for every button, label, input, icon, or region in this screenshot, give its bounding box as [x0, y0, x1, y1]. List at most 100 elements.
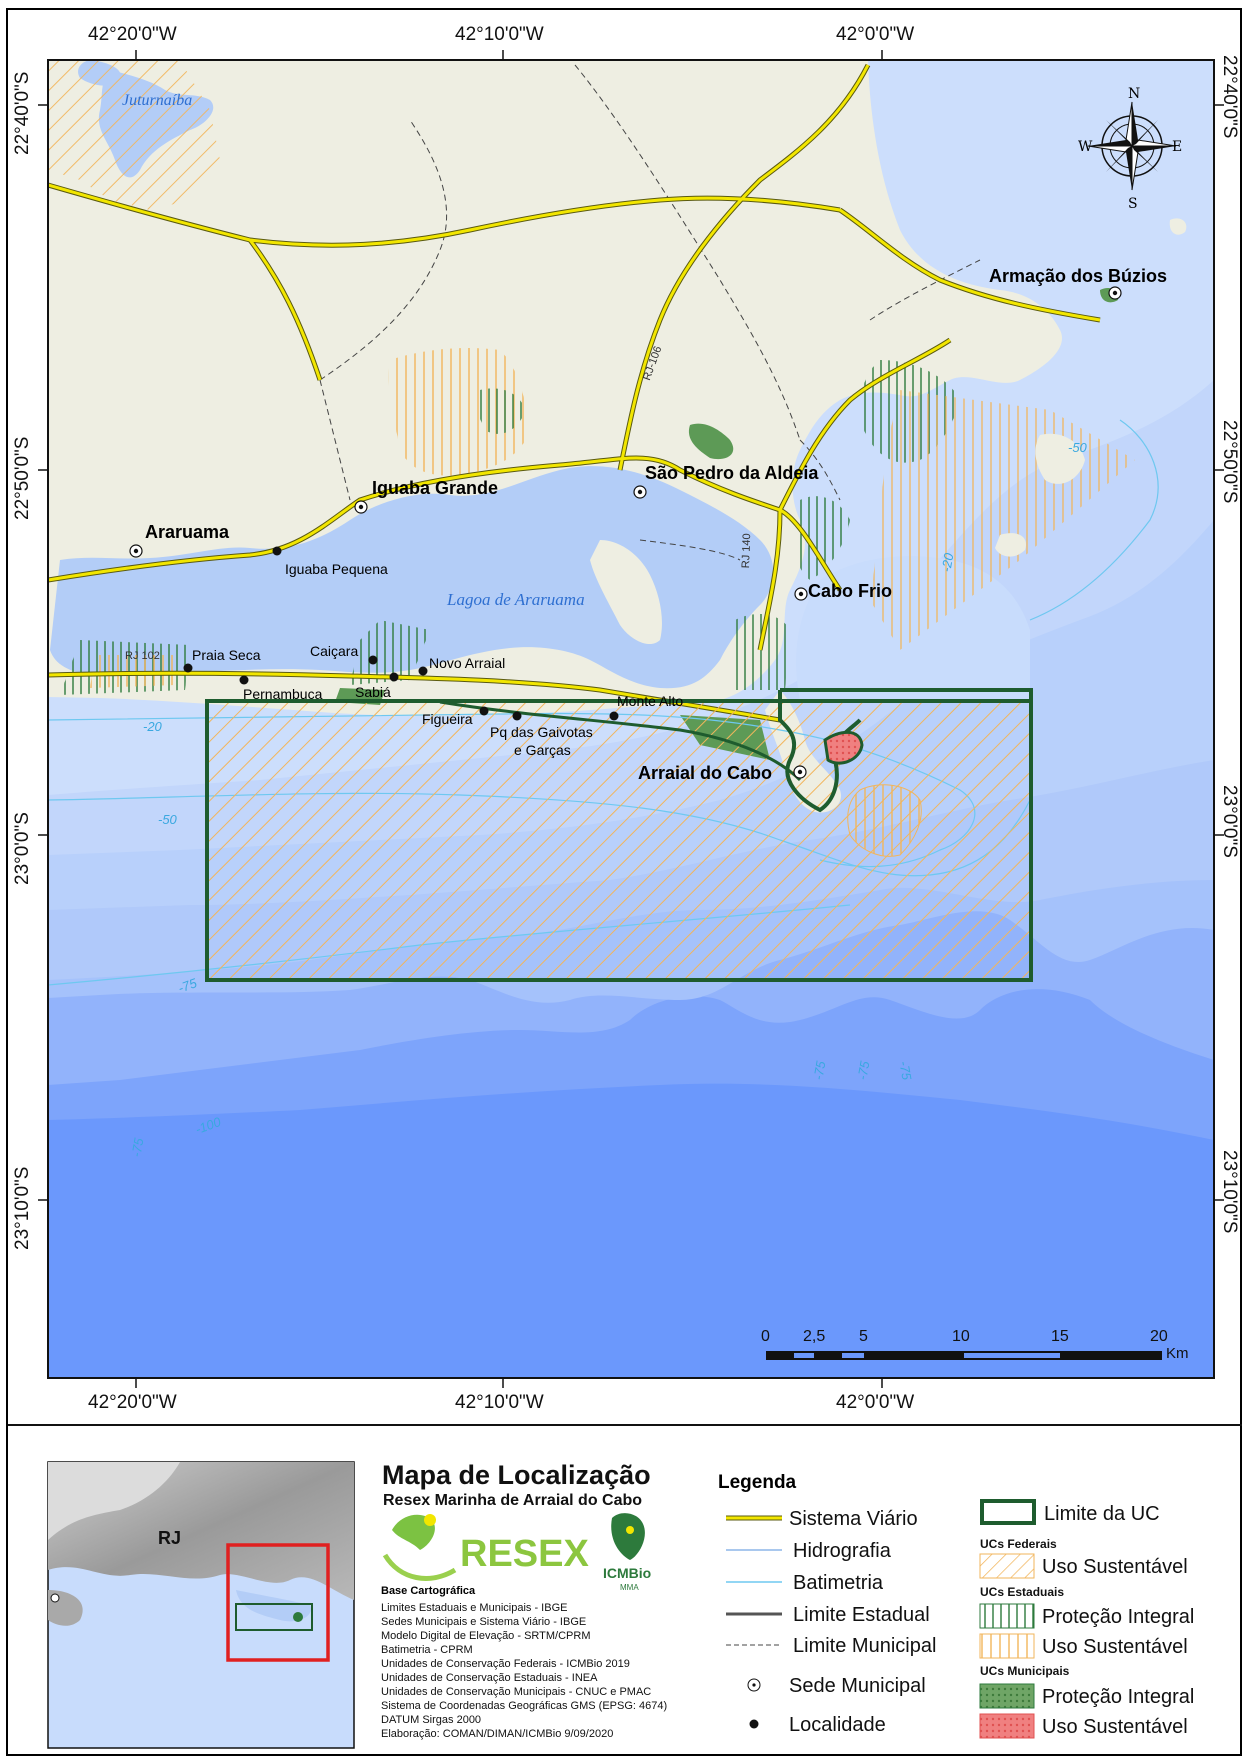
compass-s: S [1128, 196, 1138, 212]
base-line: Unidades de Conservação Federais - ICMBi… [381, 1658, 630, 1670]
road-label-rj102: RJ 102 [125, 650, 160, 662]
lagoa-de-araruama [50, 466, 774, 689]
scale-tick-2: 5 [859, 1328, 868, 1345]
base-line: Unidades de Conservação Municipais - CNU… [381, 1686, 652, 1698]
legend-est-item1: Proteção Integral [1042, 1606, 1195, 1628]
icmbio-logo: ICMBio MMA [603, 1513, 651, 1592]
mma-text: MMA [620, 1583, 639, 1592]
resex-logo-text: RESEX [460, 1533, 589, 1575]
label-lagoa: Lagoa de Araruama [447, 590, 585, 609]
road-label-rj140: RJ 140 [740, 533, 754, 569]
town-markers [129, 286, 1122, 779]
municipal-us-area [823, 730, 864, 765]
base-cartografica-title: Base Cartográfica [381, 1585, 476, 1597]
coord-left-4: 23°10'0"S [12, 1166, 33, 1250]
legend-group-federais: UCs Federais [980, 1537, 1057, 1551]
depth-label-4: -50 [1068, 440, 1087, 455]
coord-left-3: 23°0'0"S [12, 812, 33, 885]
icmbio-logo-text: ICMBio [603, 1565, 651, 1581]
loc-praia-seca: Praia Seca [192, 647, 261, 663]
coord-left-2: 22°50'0"S [12, 436, 33, 520]
coord-top-1: 42°20'0"W [88, 24, 177, 45]
locality-dots [183, 546, 619, 721]
coord-right-2: 22°50'0"S [1219, 420, 1240, 504]
coord-top-3: 42°0'0"W [836, 24, 915, 45]
loc-pernambuca: Pernambuca [243, 686, 323, 702]
compass-rose: N S E W [1078, 86, 1182, 212]
coord-bottom-2: 42°10'0"W [455, 1392, 544, 1413]
legend-item: Limite Municipal [793, 1635, 937, 1657]
town-iguaba-grande: Iguaba Grande [372, 478, 499, 498]
compass-w: W [1078, 139, 1093, 155]
town-araruama: Araruama [145, 522, 230, 542]
coord-right-4: 23°10'0"S [1219, 1150, 1240, 1234]
base-line: DATUM Sirgas 2000 [381, 1714, 482, 1726]
legend-item: Hidrografia [793, 1540, 891, 1562]
legend-title: Legenda [718, 1472, 797, 1493]
map-border [47, 59, 1215, 1379]
depth-label-8: -75 [896, 1059, 915, 1082]
legend-group-municipais: UCs Municipais [980, 1664, 1070, 1678]
coord-top-2: 42°10'0"W [455, 24, 544, 45]
scale-bar [766, 1351, 1162, 1360]
scale-tick-5: 20 [1150, 1328, 1168, 1345]
coord-right-3: 23°0'0"S [1219, 785, 1240, 858]
town-cabo-frio: Cabo Frio [808, 581, 892, 601]
loc-sabia: Sabiá [355, 684, 391, 700]
loc-caicara: Caiçara [310, 643, 359, 659]
loc-e-garcas: e Garças [514, 742, 571, 758]
legend-mun-item1: Proteção Integral [1042, 1686, 1195, 1708]
grid-ticks [38, 50, 1224, 1388]
depth-label-1: -20 [143, 719, 162, 734]
compass-e: E [1172, 139, 1182, 155]
map-frame [6, 8, 1242, 1756]
base-line: Batimetria - CPRM [381, 1644, 473, 1656]
town-sao-pedro: São Pedro da Aldeia [645, 463, 819, 483]
depth-label-10: -75 [128, 1136, 147, 1159]
main-map: N S E W [48, 60, 1214, 1378]
coord-left-1: 22°40'0"S [12, 71, 33, 155]
loc-pq-gaivotas: Pq das Gaivotas [490, 724, 593, 740]
municipal-boundaries [319, 64, 981, 561]
loc-iguaba-pequena: Iguaba Pequena [285, 561, 388, 577]
inset-map: RJ [47, 1461, 355, 1749]
coord-bottom-1: 42°20'0"W [88, 1392, 177, 1413]
inset-label: RJ [158, 1528, 181, 1548]
scale-tick-3: 10 [952, 1328, 970, 1345]
legend-item: Sede Municipal [789, 1675, 926, 1697]
legend-limite-uc: Limite da UC [1044, 1503, 1160, 1525]
info-title: Mapa de Localização [382, 1460, 651, 1490]
legend-fed-item: Uso Sustentável [1042, 1556, 1188, 1578]
base-line: Sistema de Coordenadas Geográficas GMS (… [381, 1700, 668, 1712]
inset-extent-frame [226, 1543, 330, 1662]
legend-item: Batimetria [793, 1572, 884, 1594]
legend-mun-item2: Uso Sustentável [1042, 1716, 1188, 1738]
depth-label-6: -75 [810, 1059, 829, 1082]
town-arraial-do-cabo: Arraial do Cabo [638, 763, 773, 783]
base-line: Unidades de Conservação Estaduais - INEA [381, 1672, 598, 1684]
label-juturnaiba: Juturnaíba [122, 92, 193, 109]
legend-group-estaduais: UCs Estaduais [980, 1585, 1065, 1599]
depth-label-2: -20 [938, 551, 957, 574]
base-line: Sedes Municipais e Sistema Viário - IBGE [381, 1616, 587, 1628]
legend-item: Sistema Viário [789, 1508, 918, 1530]
scale-tick-1: 2,5 [803, 1328, 826, 1345]
coord-right-1: 22°40'0"S [1219, 55, 1240, 139]
base-line: Modelo Digital de Elevação - SRTM/CPRM [381, 1630, 591, 1642]
base-line: Elaboração: COMAN/DIMAN/ICMBio 9/09/2020 [381, 1728, 614, 1740]
depth-label-3: -50 [158, 812, 177, 827]
base-line: Limites Estaduais e Municipais - IBGE [381, 1602, 568, 1614]
scale-unit: Km [1166, 1345, 1189, 1362]
depth-label-7: -75 [854, 1059, 873, 1082]
loc-figueira: Figueira [422, 711, 473, 727]
resex-logo: RESEX [382, 1514, 589, 1581]
compass-n: N [1128, 86, 1140, 102]
coord-bottom-3: 42°0'0"W [836, 1392, 915, 1413]
legend-item: Localidade [789, 1714, 886, 1736]
town-buzios: Armação dos Búzios [989, 266, 1168, 286]
legend-symbols [726, 1499, 1036, 1739]
scale-tick-0: 0 [761, 1328, 770, 1345]
loc-novo-arraial: Novo Arraial [429, 655, 506, 671]
info-subtitle: Resex Marinha de Arraial do Cabo [383, 1492, 643, 1509]
